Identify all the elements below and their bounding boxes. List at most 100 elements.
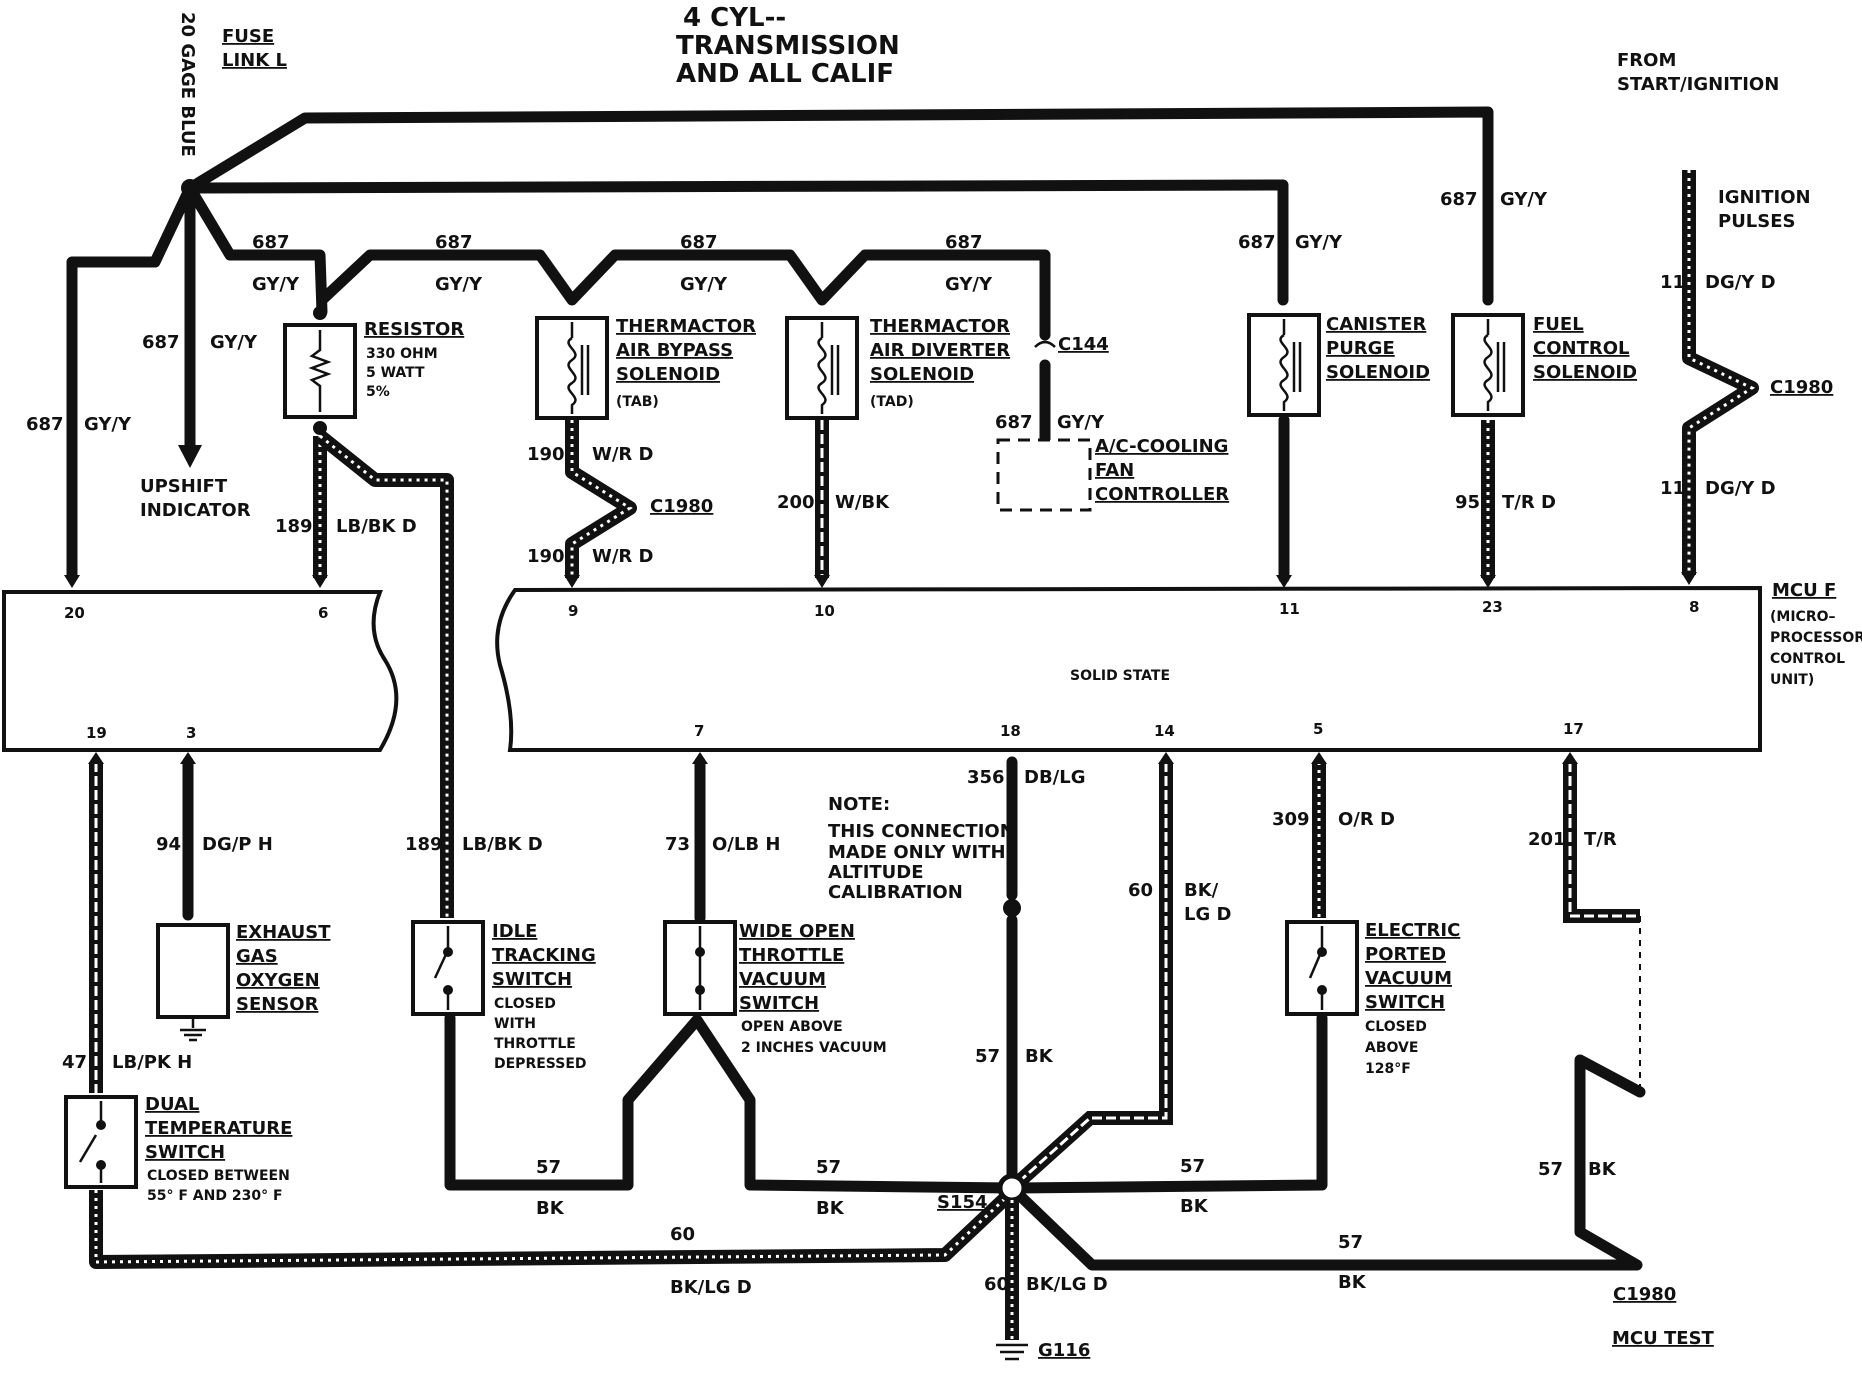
mcu-right-block [495, 585, 1762, 752]
wire-label: 57 [1538, 1159, 1563, 1180]
wire-label: 189 [275, 516, 313, 537]
wire-label: 201 [1528, 829, 1566, 850]
connector-c1980: C1980 [1770, 377, 1833, 398]
wire-label: 11 [1660, 272, 1685, 293]
wire-color: GY/Y [680, 274, 728, 295]
wire-label: 687 [26, 414, 64, 435]
idle-desc: CLOSED [494, 996, 556, 1012]
arrow-icon [1681, 572, 1697, 585]
ac-fan-label: A/C-COOLING [1095, 436, 1228, 457]
idle-desc: WITH [494, 1016, 536, 1032]
epv-label: ELECTRIC [1365, 920, 1460, 941]
wot-label: SWITCH [739, 993, 819, 1014]
wire-color: GY/Y [1057, 412, 1105, 433]
arrow-icon [1562, 752, 1578, 764]
mcu-pin: 5 [1313, 720, 1323, 738]
switch-contact [695, 947, 705, 957]
wire-labels-687: 687 GY/Y 687 GY/Y 687 GY/Y 687 GY/Y 687 … [26, 189, 1548, 435]
switch-contact [443, 985, 453, 995]
wire-label: 200 [777, 492, 815, 513]
ignition-pulses-label-2: PULSES [1718, 211, 1796, 232]
wire-color: BK [1588, 1159, 1617, 1180]
wire-57-epvs-ground [1006, 1012, 1328, 1194]
wire-color: DG/Y D [1705, 272, 1776, 293]
wire-687-pin20 [66, 182, 196, 581]
wire-label: 687 [945, 232, 983, 253]
wire-label: 687 [680, 232, 718, 253]
title: 4 CYL-- TRANSMISSION AND ALL CALIF [676, 3, 900, 89]
splice-s154 [997, 1173, 1027, 1203]
switch-contact [1317, 947, 1327, 957]
altitude-junction [1003, 899, 1021, 917]
wire-color: GY/Y [252, 274, 300, 295]
mcu-pin: 10 [814, 602, 835, 620]
tad-solenoid: THERMACTOR AIR DIVERTER SOLENOID (TAD) [785, 316, 1010, 420]
from-start-label: FROM [1617, 50, 1676, 71]
canister-label: CANISTER [1326, 314, 1426, 335]
wire-label: 190 [527, 546, 565, 567]
wire-687-canister [184, 179, 1289, 306]
wire-label: 57 [975, 1046, 1000, 1067]
wire-color: W/R D [592, 546, 654, 567]
electric-ported-vacuum-switch: ELECTRIC PORTED VACUUM SWITCH CLOSED ABO… [1285, 920, 1460, 1077]
connector-c144: C144 [1058, 334, 1109, 355]
fuse-gage-label: 20 GAGE BLUE [177, 12, 198, 157]
wire-color: BK [1180, 1196, 1209, 1217]
switch-contact [443, 947, 453, 957]
ego-label: EXHAUST [236, 922, 331, 943]
resistor-icon [308, 330, 332, 412]
mcu-pin: 6 [318, 604, 328, 622]
arrow-icon [1276, 575, 1292, 588]
mcu-pin: 23 [1482, 598, 1503, 616]
wire-color: GY/Y [84, 414, 132, 435]
wire-label: 60 [984, 1274, 1009, 1295]
solenoid-coil-icon [817, 322, 840, 414]
mcu-pin: 7 [694, 722, 704, 740]
note-text: ALTITUDE [828, 862, 924, 883]
wire-color: GY/Y [435, 274, 483, 295]
wire-687-solenoids [316, 249, 1051, 341]
arrow-icon [312, 575, 328, 588]
mcu-name: UNIT) [1770, 672, 1814, 688]
idle-desc: DEPRESSED [494, 1056, 587, 1072]
wire-color: W/R D [592, 444, 654, 465]
wot-desc: 2 INCHES VACUUM [741, 1040, 887, 1056]
wire-label: 57 [816, 1157, 841, 1178]
switch-contact [1317, 985, 1327, 995]
note-text: THIS CONNECTION [828, 821, 1015, 842]
wire-color: LB/PK H [112, 1052, 192, 1073]
wire-color: T/R [1584, 829, 1617, 850]
ego-sensor-box [156, 923, 230, 1019]
mcu-pin: 9 [568, 602, 578, 620]
epv-desc: CLOSED [1365, 1019, 1427, 1035]
wire-color: BK [1025, 1046, 1054, 1067]
fuse-junction [181, 179, 199, 197]
ac-fan-label: FAN [1095, 460, 1134, 481]
connector-c1980: C1980 [1613, 1284, 1676, 1305]
fuel-control-solenoid: FUEL CONTROL SOLENOID [1451, 313, 1637, 417]
note-text: CALIBRATION [828, 882, 963, 903]
arrow-icon [88, 752, 104, 764]
wire-color: T/R D [1502, 492, 1556, 513]
fuse-label: FUSE [222, 26, 274, 47]
solenoid-box [785, 316, 859, 420]
mcu-left-block [2, 590, 399, 752]
epv-label: PORTED [1365, 944, 1446, 965]
wire-color: O/LB H [712, 834, 780, 855]
mcu-name: CONTROL [1770, 651, 1845, 667]
note-text: MADE ONLY WITH [828, 842, 1006, 863]
resistor-label: RESISTOR [364, 319, 464, 340]
wire-label: 57 [1180, 1156, 1205, 1177]
dual-temperature-switch: DUAL TEMPERATURE SWITCH CLOSED BETWEEN 5… [64, 1094, 292, 1204]
wire-color: GY/Y [210, 332, 258, 353]
wire-57-mcu-test [1006, 1054, 1646, 1271]
switch-contact [96, 1160, 106, 1170]
mcu-pin: 14 [1154, 722, 1175, 740]
ignition-pulses-label: IGNITION [1718, 187, 1811, 208]
wire-dots [1687, 170, 1756, 575]
mcu-pin: 3 [186, 724, 196, 742]
idle-desc: THROTTLE [494, 1036, 576, 1052]
mcu-test-label: MCU TEST [1612, 1328, 1715, 1349]
connector-c1980: C1980 [650, 496, 713, 517]
wire-color: DB/LG [1024, 767, 1085, 788]
